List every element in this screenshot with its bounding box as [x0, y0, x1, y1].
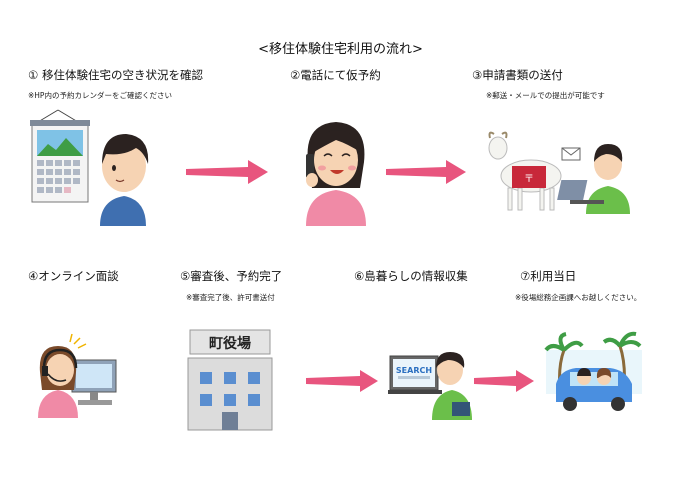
phone-icon: [306, 154, 314, 178]
laptop-man-icon: [557, 144, 630, 214]
step-5-note: ※審査完了後、許可書送付: [186, 293, 275, 302]
step-3-label: ③申請書類の送付: [472, 68, 563, 82]
goat-icon: 〒: [488, 131, 562, 211]
postbox-mark: 〒: [524, 174, 534, 185]
step-4-label: ④オンライン面談: [28, 269, 119, 283]
info-search-illustration: SEARCH: [388, 352, 472, 420]
mail-submission-illustration: 〒: [488, 131, 630, 214]
laptop-icon: SEARCH: [388, 355, 442, 394]
arrow-step1-to-step2: [186, 160, 268, 184]
search-screen-text: SEARCH: [396, 366, 432, 375]
arrow-step2-to-step3: [386, 160, 466, 184]
step-2-label: ②電話にて仮予約: [290, 68, 381, 82]
arrow-step5-to-step6: [306, 370, 378, 392]
step-6-label: ⑥島暮らしの情報収集: [354, 269, 468, 283]
step-5-label: ⑤審査後、予約完了: [180, 269, 283, 283]
monitor-icon: [71, 359, 117, 405]
town-hall-sign: 町役場: [209, 335, 251, 352]
car-icon: [556, 368, 632, 411]
island-drive-illustration: [544, 331, 642, 411]
woman-phone-illustration: [306, 122, 366, 226]
step-7-label: ⑦利用当日: [520, 269, 577, 283]
calendar-icon: [30, 109, 90, 203]
calendar-man-illustration: [30, 109, 149, 226]
step-3-note: ※郵送・メールでの提出が可能です: [486, 91, 605, 100]
step-1-note: ※HP内の予約カレンダーをご確認ください: [28, 91, 172, 100]
online-interview-illustration: [38, 333, 117, 418]
envelope-icon: [561, 147, 581, 161]
town-hall-illustration: 町役場: [187, 329, 273, 431]
headset-icon: [42, 348, 78, 382]
arrow-step6-to-step7: [474, 370, 534, 392]
man-icon: [100, 134, 149, 226]
step-1-label: ① 移住体験住宅の空き状況を確認: [28, 68, 203, 82]
step-7-note: ※役場総務企画課へお越しください。: [515, 293, 642, 302]
diagram-title: <移住体験住宅利用の流れ>: [258, 42, 423, 57]
building-windows: [200, 372, 260, 406]
